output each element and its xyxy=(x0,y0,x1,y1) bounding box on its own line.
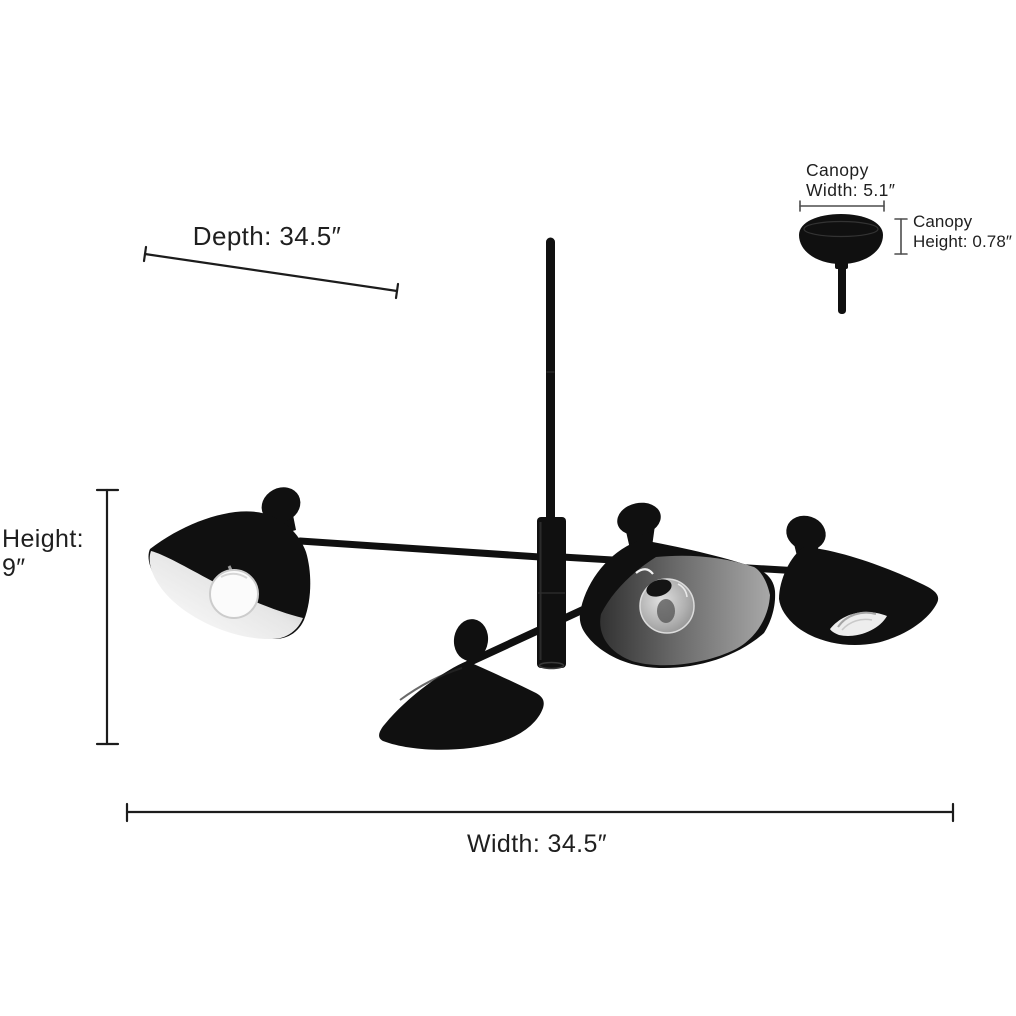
canopy-height-dimension-line xyxy=(894,218,908,255)
bottom-shade-pivot-knob xyxy=(453,619,489,661)
center-right-shade-pivot-knob xyxy=(617,502,661,536)
bottom-shade-sheen xyxy=(399,667,463,701)
canopy-width-label-line2: Width: 5.1″ xyxy=(806,180,896,200)
bottom-shade-body xyxy=(379,661,544,750)
ceiling-canopy xyxy=(799,214,883,314)
right-shade-pivot-knob xyxy=(786,515,826,551)
height-dimension-line xyxy=(95,488,120,746)
left-arm xyxy=(296,537,544,561)
height-dimension-label: Height: 9″ xyxy=(2,525,84,583)
center-right-shade-bulb xyxy=(635,568,695,634)
socket-highlight xyxy=(635,568,654,575)
canopy-downrod xyxy=(838,264,846,314)
right-shade-bulb xyxy=(830,611,887,636)
center-right-shade xyxy=(579,502,776,669)
right-shade xyxy=(779,515,939,646)
canopy-height-label-line1: Canopy xyxy=(913,212,973,231)
canopy-height-label-line2: Height: 0.78″ xyxy=(913,232,1012,251)
left-shade xyxy=(148,487,311,640)
right-shade-body xyxy=(779,547,939,646)
depth-dimension-label: Depth: 34.5″ xyxy=(192,221,342,251)
canopy-width-dimension-line xyxy=(799,200,885,212)
chandelier-fixture xyxy=(148,237,939,750)
center-stem-rod xyxy=(546,237,555,522)
canopy-inset xyxy=(799,200,908,314)
hub-highlight xyxy=(539,522,542,660)
width-dimension-line xyxy=(125,802,955,823)
hub-bottom-rim xyxy=(538,661,565,670)
left-shade-bulb xyxy=(209,565,259,619)
height-label-line2: 9″ xyxy=(2,554,26,582)
height-label-line1: Height: xyxy=(2,525,85,553)
left-shade-pivot-knob xyxy=(261,487,301,523)
bottom-shade xyxy=(379,619,544,750)
depth-dimension-line xyxy=(142,245,400,300)
width-dimension-label: Width: 34.5″ xyxy=(466,830,608,858)
center-hub xyxy=(537,517,566,670)
bulb-socket xyxy=(646,579,672,597)
canopy-height-dimension-label: Canopy Height: 0.78″ xyxy=(913,212,1012,252)
canopy-rim xyxy=(803,220,879,238)
canopy-width-dimension-label: Canopy Width: 5.1″ xyxy=(806,160,895,200)
canopy-width-label-line1: Canopy xyxy=(806,160,869,180)
